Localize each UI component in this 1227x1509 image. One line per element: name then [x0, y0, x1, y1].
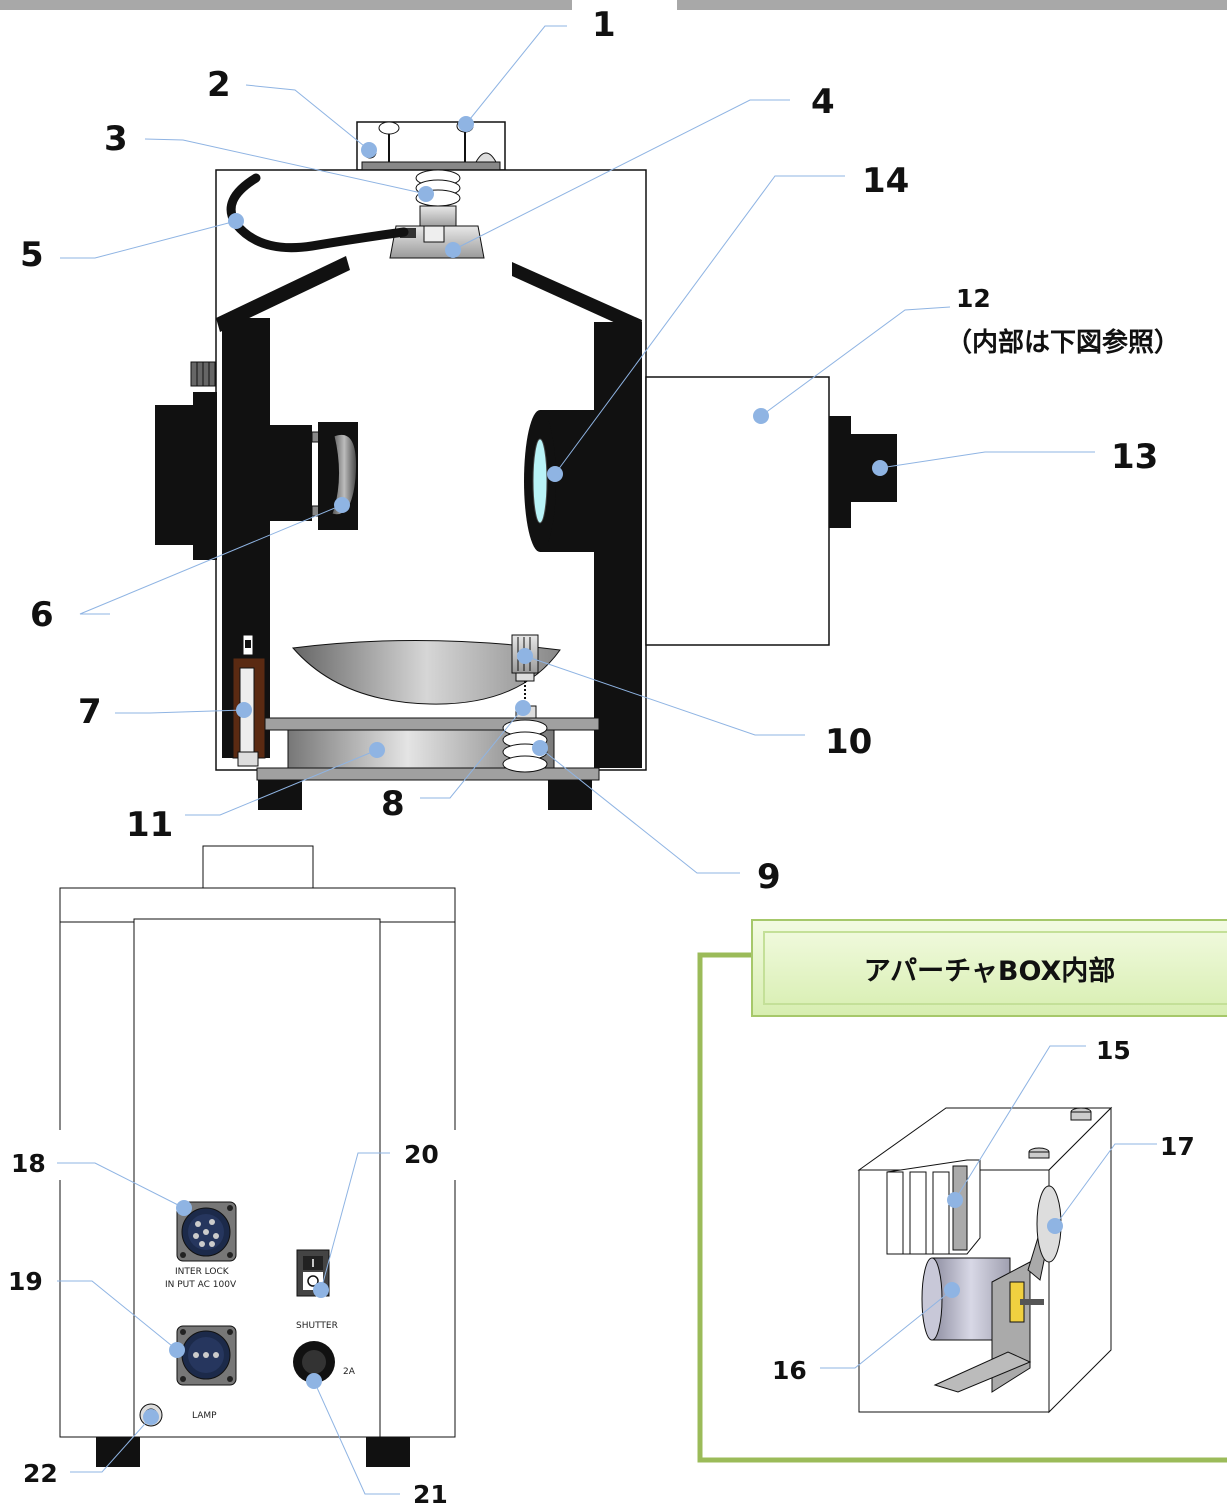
filter-slots	[886, 1159, 981, 1255]
callout-19: 19	[8, 1267, 43, 1296]
callout-16: 16	[772, 1356, 807, 1385]
interlock-label-line1: INTER LOCK	[175, 1267, 229, 1277]
shutter-label: SHUTTER	[296, 1321, 338, 1331]
lamp-cable	[226, 173, 409, 253]
rear-view	[54, 845, 460, 1467]
callout-9: 9	[757, 857, 781, 897]
callout-21: 21	[413, 1480, 448, 1509]
callout-5: 5	[20, 235, 44, 275]
shutter-fuse-holder[interactable]	[293, 1341, 335, 1383]
rear-top-lid	[59, 887, 456, 923]
leader-lines	[57, 25, 1157, 1495]
callout-12: 12	[956, 284, 991, 313]
aperture-box	[645, 376, 830, 646]
fuse-label: 2A	[343, 1367, 355, 1377]
callout-15: 15	[1096, 1036, 1131, 1065]
header-strip	[0, 0, 1227, 10]
callout-12-note: （内部は下図参照）	[946, 328, 1181, 358]
power-input-connector[interactable]	[176, 1325, 237, 1386]
callout-3: 3	[104, 119, 128, 159]
callout-7: 7	[78, 692, 102, 732]
callout-dots	[143, 116, 1063, 1425]
callout-18: 18	[11, 1149, 46, 1178]
callout-14: 14	[862, 161, 910, 201]
interlock-label-line2: IN PUT AC 100V	[165, 1280, 237, 1290]
lens-window	[532, 438, 548, 524]
callout-22: 22	[23, 1459, 58, 1488]
rear-panel	[133, 918, 381, 1438]
callout-4: 4	[811, 82, 835, 122]
callout-8: 8	[381, 784, 405, 824]
callout-20: 20	[404, 1140, 439, 1169]
interlock-connector[interactable]	[176, 1201, 237, 1262]
bottom-mirror	[292, 639, 561, 705]
callout-13: 13	[1111, 437, 1159, 477]
callout-6: 6	[30, 595, 54, 635]
inset-banner	[751, 919, 1227, 1017]
callout-2: 2	[207, 65, 231, 105]
lamp-label: LAMP	[192, 1411, 217, 1421]
callout-11: 11	[126, 805, 174, 845]
callout-10: 10	[825, 722, 873, 762]
callout-1: 1	[592, 5, 616, 45]
callout-17: 17	[1160, 1132, 1195, 1161]
aperture-box-title: アパーチャBOX内部	[863, 955, 1116, 987]
